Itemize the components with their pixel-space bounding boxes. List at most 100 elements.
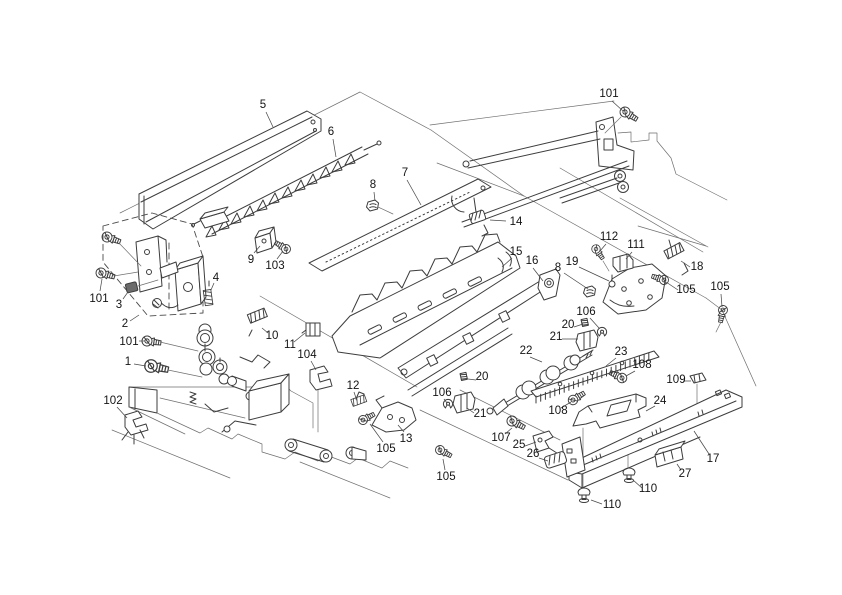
callout-label-103-5: 103: [265, 260, 284, 272]
callout-label-12-16: 12: [347, 380, 360, 392]
screw-110-left: [577, 487, 591, 503]
screw-101-left: [140, 334, 199, 352]
callout-label-8-3: 8: [370, 179, 376, 191]
part-15-corrugated-guide: [331, 233, 521, 359]
part-24-handle-bracket: [572, 393, 647, 429]
part-111-block: [612, 253, 634, 273]
callout-leader-110-49: [590, 499, 603, 505]
callout-label-22-34: 22: [520, 345, 533, 357]
part-4-spring: [202, 280, 214, 307]
part-22-feed-shaft: [486, 349, 594, 416]
callout-leader-7-2: [406, 179, 422, 206]
callout-leader-5-0: [265, 111, 274, 128]
part-14-bushing: [468, 197, 489, 237]
rear-frame-bracket: [461, 116, 728, 248]
callout-leader-11-14: [293, 332, 306, 343]
callout-label-108-37: 108: [548, 405, 567, 417]
callout-leader-19-26: [578, 266, 610, 282]
callout-label-19-26: 19: [566, 256, 579, 268]
callout-leader-10-13: [261, 327, 269, 334]
callout-leader-101-23: [611, 100, 624, 112]
callout-label-101-7: 101: [89, 293, 108, 305]
part-9-block: [254, 226, 277, 254]
callout-label-21-40: 21: [474, 408, 487, 420]
callout-label-105-18: 105: [376, 443, 395, 455]
callout-label-110-48: 110: [639, 483, 657, 495]
callout-leader-4-6: [210, 282, 215, 291]
screw-1-shoulder: [142, 357, 203, 378]
callout-label-5-0: 5: [260, 99, 266, 111]
callout-leader-101-7: [99, 278, 103, 292]
callout-label-105-30: 105: [710, 281, 729, 293]
callout-label-14-20: 14: [510, 216, 523, 228]
part-10-spring: [246, 307, 268, 337]
callout-leader-2-9: [129, 314, 140, 322]
callout-label-102-12: 102: [103, 395, 122, 407]
part-17-base-plate: [561, 383, 743, 489]
part-12-spring: [350, 391, 368, 407]
part-106-ering-upper: [596, 326, 608, 338]
callout-label-11-14: 11: [284, 339, 296, 351]
callout-leader-108-37: [560, 401, 572, 409]
callout-label-13-17: 13: [400, 433, 413, 445]
solenoid-assembly-dashed-box: [94, 212, 207, 317]
callout-leader-20-38: [467, 378, 477, 381]
callout-leader-1-11: [133, 363, 147, 367]
callout-leader-110-48: [632, 479, 643, 489]
callout-label-8-27: 8: [555, 262, 561, 274]
callout-label-10-13: 10: [266, 330, 279, 342]
part-20-pin-upper: [580, 317, 589, 327]
callout-leader-106-39: [443, 398, 448, 404]
screw-107: [504, 413, 528, 433]
callout-label-111-25: 111: [627, 239, 644, 251]
callout-label-15-21: 15: [510, 246, 523, 258]
callout-leader-12-16: [353, 391, 358, 402]
callout-leader-105-18: [369, 423, 384, 443]
callout-label-2-9: 2: [122, 318, 128, 330]
callout-leader-22-34: [529, 356, 543, 363]
callout-label-7-2: 7: [402, 167, 408, 179]
screw-105-bottom: [433, 443, 454, 461]
callout-label-107-41: 107: [491, 432, 510, 444]
part-21-bearing-lower: [452, 391, 476, 414]
callout-leader-105-30: [720, 293, 723, 308]
callout-label-104-15: 104: [297, 349, 317, 361]
part-109-clip: [689, 372, 707, 384]
callout-label-6-1: 6: [328, 126, 334, 138]
callout-leader-16-22: [532, 267, 544, 282]
chassis-frame: [128, 323, 409, 469]
part-16-lower-rail: [397, 268, 561, 397]
callout-label-3-8: 3: [116, 299, 122, 311]
callout-leader-106-31: [589, 317, 600, 329]
callout-leader-105-29: [665, 281, 679, 291]
part-23-brush-comb: [530, 350, 660, 404]
callout-leader-103-5: [276, 250, 284, 260]
part-13-bracket: [371, 395, 417, 433]
callout-leader-26-43: [538, 457, 549, 462]
callout-leader-107-41: [504, 427, 513, 435]
callout-leader-15-21: [501, 257, 513, 268]
part-7-guide-plate: [308, 178, 492, 272]
callout-label-24-44: 24: [654, 395, 667, 407]
callout-leader-18-28: [680, 260, 691, 268]
callout-label-27-47: 27: [679, 468, 692, 480]
callout-leader-14-20: [489, 219, 507, 222]
part-102-clip: [121, 410, 149, 445]
callout-leader-6-1: [332, 138, 337, 158]
screw-108-lower: [565, 388, 588, 408]
callout-label-101-10: 101: [119, 336, 138, 348]
callout-label-17-46: 17: [707, 453, 720, 465]
callout-leader-8-27: [563, 272, 589, 290]
callout-label-20-38: 20: [476, 371, 489, 383]
callout-leader-21-40: [466, 407, 475, 414]
screw-105-panel: [715, 304, 729, 333]
callout-label-106-39: 106: [432, 387, 451, 399]
screw-112: [589, 242, 610, 272]
callout-leader-8-3: [373, 191, 376, 202]
callout-label-4-6: 4: [213, 272, 220, 284]
callout-label-109-45: 109: [666, 374, 685, 386]
callout-leader-102-12: [116, 406, 128, 419]
callout-label-101-23: 101: [599, 88, 618, 100]
callout-label-18-28: 18: [691, 261, 704, 273]
